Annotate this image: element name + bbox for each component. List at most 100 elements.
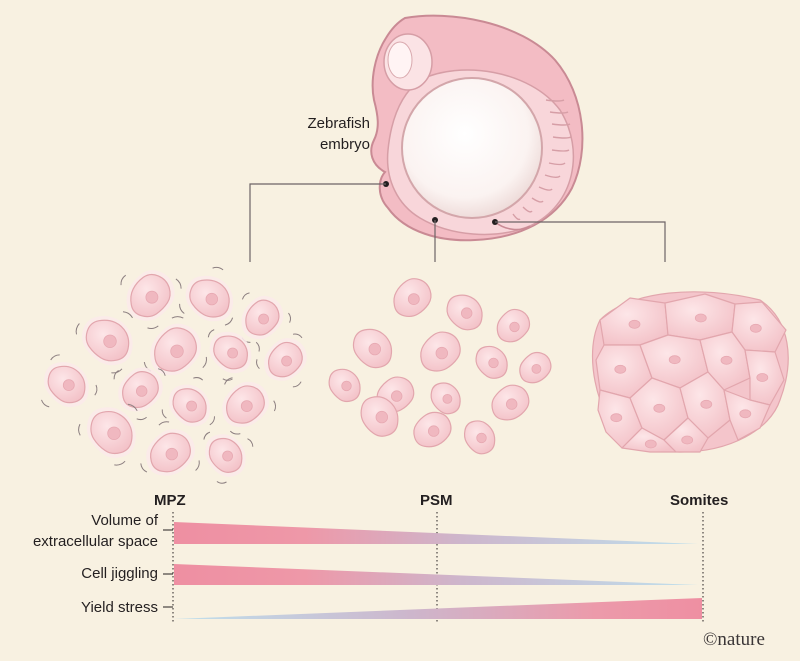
yolk [401, 77, 543, 219]
nature-credit: ©nature [703, 629, 765, 650]
cell [420, 331, 461, 372]
motion-mark [136, 416, 147, 421]
cell [519, 351, 552, 384]
motion-mark [224, 377, 233, 385]
motion-mark [147, 325, 159, 330]
cell [446, 294, 483, 331]
somite-cell [664, 293, 736, 341]
motion-mark [94, 384, 98, 396]
cell [78, 403, 138, 466]
cell [207, 329, 260, 381]
row-label-extracellular-volume: Volume of extracellular space [0, 510, 158, 552]
zebrafish-embryo [370, 14, 584, 242]
cell-nucleus [375, 410, 389, 424]
tail-tip [494, 221, 531, 231]
cell-nucleus [749, 323, 762, 333]
cell [496, 308, 531, 343]
stage-label-somites: Somites [670, 492, 729, 509]
motion-mark [203, 431, 211, 440]
cell-nucleus [107, 426, 121, 441]
cell-nucleus [476, 432, 487, 444]
motion-mark [216, 481, 227, 484]
motion-mark [127, 403, 138, 412]
cell-membrane [663, 417, 709, 453]
cell [143, 316, 207, 376]
cell-nucleus [681, 435, 694, 445]
motion-mark [41, 399, 50, 408]
motion-mark [175, 278, 182, 289]
cell-nucleus [614, 364, 627, 374]
cell [161, 377, 216, 427]
cell-nucleus [739, 409, 752, 419]
motion-mark [273, 400, 277, 412]
motion-mark [193, 377, 204, 381]
row-label-cell-jiggling: Cell jiggling [0, 563, 158, 584]
row-label-yield-stress: Yield stress [0, 597, 158, 618]
motion-mark [114, 460, 126, 466]
somite-cell [663, 417, 709, 453]
motion-mark [50, 354, 60, 361]
cell [328, 368, 361, 403]
cell-nucleus [341, 380, 352, 392]
cell-nucleus [442, 393, 453, 404]
psm-cell-cluster [328, 278, 552, 455]
cell [352, 328, 393, 369]
motion-mark [241, 292, 250, 300]
cell [463, 420, 496, 455]
motion-mark [179, 303, 185, 314]
motion-mark [229, 430, 241, 435]
cell-nucleus [407, 293, 420, 306]
leader-lines [249, 183, 666, 262]
cell-nucleus [488, 357, 499, 369]
cell-nucleus [509, 321, 520, 333]
row-ticks [163, 529, 173, 608]
embryo-label-line-2: embryo [319, 136, 370, 153]
cell [222, 377, 277, 435]
motion-mark [171, 316, 184, 319]
somite-segments [512, 99, 572, 221]
embryo-label: Zebrafish embryo [262, 113, 370, 155]
cell-nucleus [506, 398, 518, 410]
cell-nucleus [628, 319, 641, 329]
motion-mark [207, 329, 215, 338]
motion-mark [256, 359, 260, 369]
cell-nucleus [700, 399, 713, 409]
cell-nucleus [165, 447, 179, 461]
motion-mark [293, 333, 303, 339]
eye [387, 41, 413, 79]
cell-nucleus [62, 379, 75, 392]
embryo-label-line-1: Zebrafish [307, 115, 370, 132]
cell [475, 345, 508, 379]
cell-nucleus [756, 373, 769, 382]
cell [413, 411, 452, 448]
cell-nucleus [227, 347, 239, 359]
mpz-cell-cluster [41, 266, 307, 484]
motion-mark [78, 423, 81, 436]
cell-nucleus [428, 425, 440, 437]
motion-mark [292, 381, 302, 388]
cell [179, 266, 234, 326]
row-label-line: Volume of [91, 512, 158, 529]
somite-cell [621, 427, 677, 453]
cell [203, 431, 254, 484]
cell [41, 354, 98, 408]
motion-mark [288, 312, 292, 323]
motion-mark [202, 356, 207, 369]
motion-mark [247, 438, 254, 447]
motion-mark [195, 460, 200, 471]
cell-nucleus [644, 439, 657, 449]
somites-cell-cluster [591, 291, 789, 453]
cell-nucleus [694, 313, 707, 323]
mpz-leader [249, 183, 386, 262]
cell-nucleus [720, 355, 733, 365]
somites-leader [495, 221, 666, 262]
motion-mark [113, 369, 119, 380]
extracellular-volume-wedge [174, 522, 698, 544]
motion-mark [212, 266, 224, 271]
cell [241, 292, 292, 343]
cell-nucleus [531, 363, 542, 374]
cell-nucleus [258, 313, 270, 325]
row-label-line: Yield stress [81, 599, 158, 616]
cell-nucleus [240, 400, 253, 413]
